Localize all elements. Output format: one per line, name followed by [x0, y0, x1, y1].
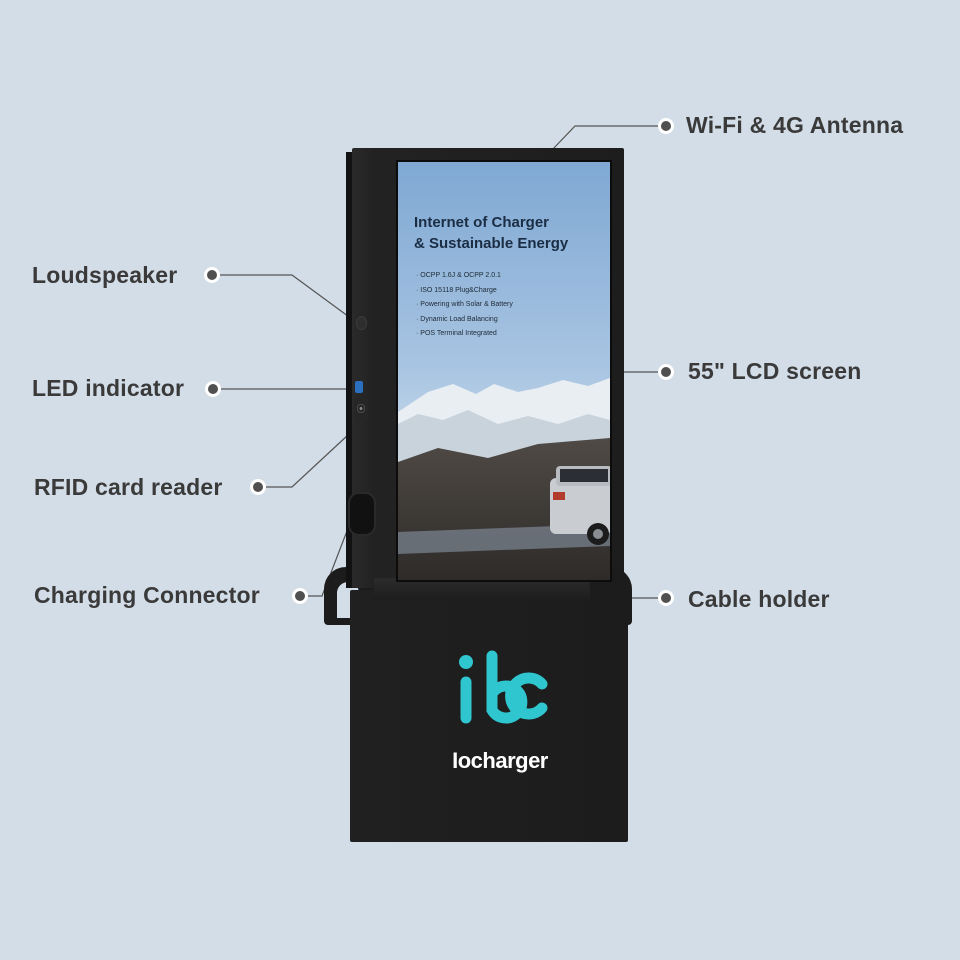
- screen-feature: Dynamic Load Balancing: [416, 313, 513, 328]
- callout-screen: 55" LCD screen: [688, 358, 862, 384]
- screen-feature: Powering with Solar & Battery: [416, 298, 513, 313]
- suv-image: [550, 466, 610, 545]
- callout-dot-led: [208, 384, 218, 394]
- callout-dot-antenna: [661, 121, 671, 131]
- callout-cable-holder: Cable holder: [688, 586, 830, 612]
- screen-feature: POS Terminal Integrated: [416, 327, 513, 342]
- callout-rfid: RFID card reader: [34, 474, 223, 500]
- callout-loudspeaker: Loudspeaker: [32, 262, 178, 288]
- charging-connector: [348, 492, 376, 536]
- charger-side-panel: [346, 152, 356, 588]
- screen-feature: ISO 15118 Plug&Charge: [416, 284, 513, 299]
- loudspeaker-grille: [356, 316, 367, 330]
- charger-lower-body: [350, 590, 628, 842]
- callout-dot-cable-holder: [661, 593, 671, 603]
- callout-connector: Charging Connector: [34, 582, 260, 608]
- callout-antenna: Wi-Fi & 4G Antenna: [686, 112, 904, 138]
- callout-dot-rfid: [253, 482, 263, 492]
- screen-title-line1: Internet of Charger: [414, 214, 550, 231]
- brand-wordmark: Iocharger: [452, 748, 548, 773]
- iocharger-logo-icon: [459, 650, 548, 724]
- callout-led: LED indicator: [32, 375, 185, 401]
- landscape-image: [398, 162, 610, 580]
- led-indicator-light: [355, 381, 363, 393]
- lcd-screen: Internet of Charger & Sustainable Energy…: [396, 160, 612, 582]
- callout-dot-loudspeaker: [207, 270, 217, 280]
- screen-title-line2: & Sustainable Energy: [414, 235, 569, 252]
- screen-feature-list: OCPP 1.6J & OCPP 2.0.1 ISO 15118 Plug&Ch…: [416, 269, 513, 342]
- screen-feature: OCPP 1.6J & OCPP 2.0.1: [416, 269, 513, 284]
- screen-headline: Internet of Charger & Sustainable Energy: [414, 212, 568, 254]
- callout-dot-screen: [661, 367, 671, 377]
- cable-holder-shelf: [374, 578, 600, 600]
- rfid-reader-icon: ⦿: [354, 398, 368, 420]
- callout-dot-connector: [295, 591, 305, 601]
